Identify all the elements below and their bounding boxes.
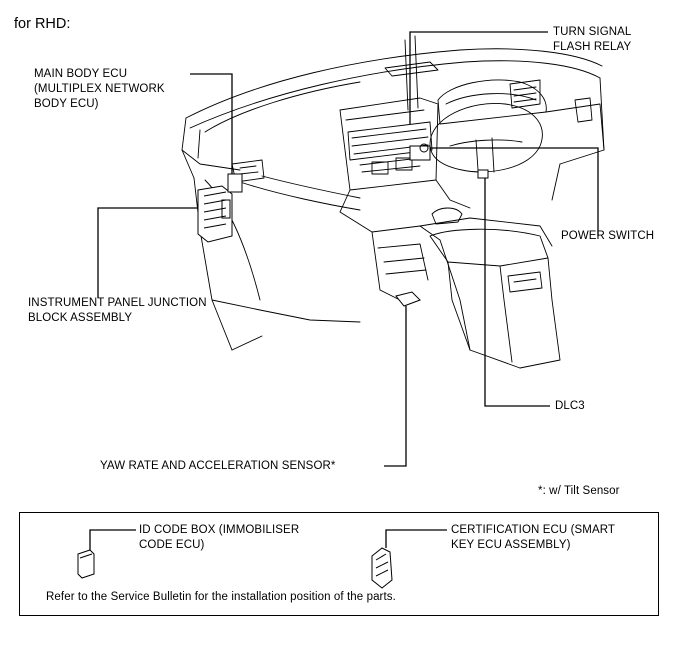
- label-dlc3: DLC3: [555, 400, 585, 412]
- label-certification-ecu: CERTIFICATION ECU (SMART KEY ECU ASSEMBL…: [451, 524, 616, 551]
- steering-wheel: [429, 102, 543, 173]
- dash-top-outline: [185, 48, 603, 119]
- leader-power-switch: [430, 147, 599, 236]
- center-console: [371, 225, 471, 351]
- center-stack: [339, 97, 439, 191]
- leader-main-body-ecu: [190, 73, 233, 174]
- label-turn-signal-relay: TURN SIGNAL FLASH RELAY: [553, 26, 632, 53]
- page-header: for RHD:: [14, 16, 71, 32]
- certification-ecu-part: [371, 547, 393, 589]
- leader-turn-signal: [409, 31, 548, 124]
- leader-certification-ecu: [385, 529, 447, 548]
- label-ip-junction-block: INSTRUMENT PANEL JUNCTION BLOCK ASSEMBLY: [28, 297, 207, 324]
- label-yaw-rate-sensor: YAW RATE AND ACCELERATION SENSOR*: [100, 460, 336, 472]
- power-switch: [477, 169, 489, 179]
- leader-id-code-box: [89, 529, 136, 550]
- label-id-code-box: ID CODE BOX (IMMOBILISER CODE ECU): [139, 524, 300, 551]
- tilt-sensor-note: *: w/ Tilt Sensor: [538, 485, 620, 497]
- left-side-panel: [193, 177, 233, 351]
- leader-yaw-rate: [384, 306, 407, 467]
- label-power-switch: POWER SWITCH: [561, 230, 655, 242]
- legend-note: Refer to the Service Bulletin for the in…: [46, 591, 396, 603]
- gauge-cluster: [437, 79, 547, 125]
- yaw-rate-sensor: [395, 291, 421, 307]
- leader-ip-junction: [97, 207, 198, 298]
- main-body-ecu: [227, 173, 243, 193]
- label-main-body-ecu: MAIN BODY ECU (MULTIPLEX NETWORK BODY EC…: [34, 68, 165, 110]
- leader-dlc3: [484, 178, 550, 407]
- legend-box: [19, 512, 659, 616]
